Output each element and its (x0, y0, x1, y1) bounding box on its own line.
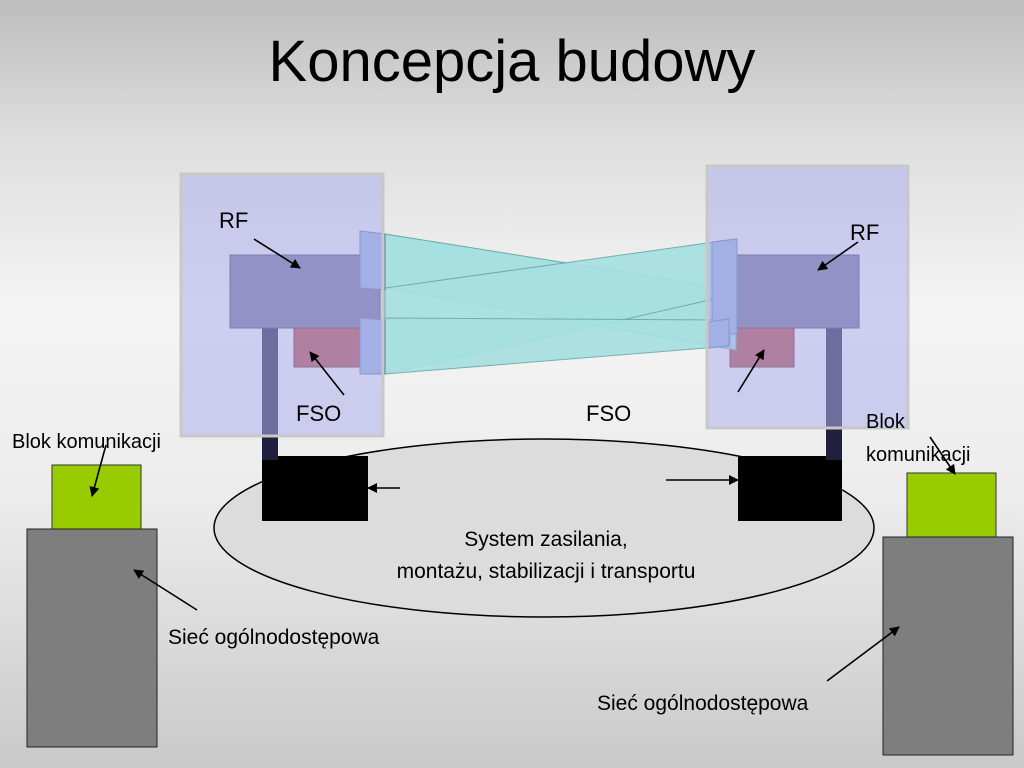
green-comm-block-left (51, 464, 142, 530)
gray-network-block-right (882, 536, 1014, 756)
label-siec-left: Sieć ogólnodostępowa (168, 626, 380, 649)
left-unit-overlay (179, 172, 385, 438)
left-base-block (262, 456, 368, 521)
right-base-block (738, 456, 842, 521)
arrow-siec-right (826, 626, 900, 682)
arrow-fso-left (309, 351, 345, 396)
page-title: Koncepcja budowy (268, 29, 756, 94)
label-fso-left: FSO (296, 401, 342, 426)
gray-network-block-left (26, 528, 158, 748)
label-siec-right: Sieć ogólnodostępowa (597, 692, 809, 715)
arrow-blok-right (929, 436, 956, 475)
arrow-rf-right (817, 241, 859, 271)
label-blok-left: Blok komunikacji (12, 431, 161, 453)
label-system-line2: montażu, stabilizacji i transportu (396, 560, 696, 583)
label-fso-center: FSO (586, 401, 632, 426)
support-system-ellipse (213, 438, 875, 618)
arrow-rf-left (253, 238, 301, 269)
label-rf-left: RF (219, 208, 249, 233)
label-system-line1: System zasilania, (464, 528, 628, 551)
beam-lower-left-to-right (384, 317, 731, 375)
arrow-blok-left (89, 444, 107, 497)
label-blok-right-line2: komunikacji (866, 444, 971, 466)
green-comm-block-right (906, 472, 997, 538)
right-unit-overlay (705, 164, 910, 430)
label-blok-right-line1: Blok (866, 411, 905, 433)
label-rf-right: RF (850, 220, 880, 245)
arrow-siec-left (133, 569, 198, 611)
arrow-fso-right (737, 349, 765, 393)
